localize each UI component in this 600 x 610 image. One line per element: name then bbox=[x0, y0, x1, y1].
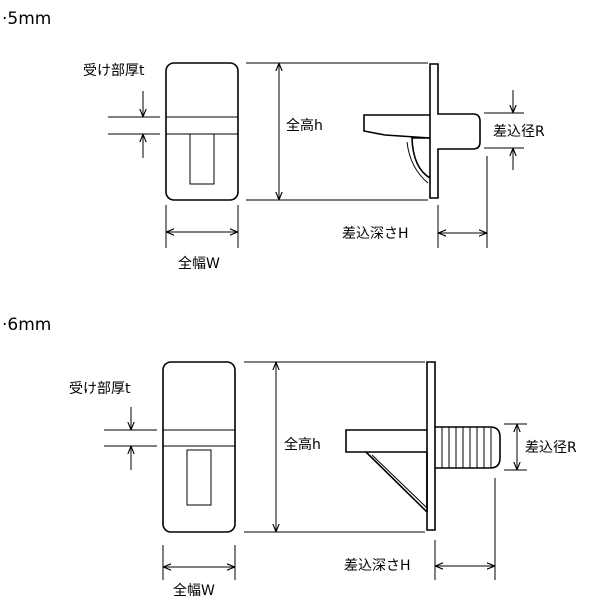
side-body-outline bbox=[429, 63, 481, 199]
depth-label: 差込深さH bbox=[342, 226, 409, 242]
diameter-dimension: 差込径R bbox=[484, 90, 545, 170]
side-gusset-inner bbox=[371, 454, 428, 509]
width-dimension: 全幅W bbox=[162, 545, 236, 599]
side-view bbox=[345, 361, 501, 531]
thickness-label: 受け部厚t bbox=[83, 63, 145, 79]
front-pin-slot bbox=[189, 133, 215, 185]
depth-dimension: 差込深さH bbox=[342, 156, 488, 248]
height-label: 全高h bbox=[284, 436, 321, 453]
side-gusset-inner bbox=[406, 141, 429, 184]
section-6mm: ·6mm 受け部厚t 全幅W 全高h bbox=[2, 315, 577, 599]
height-dimension: 全高h bbox=[244, 361, 425, 533]
side-ledge bbox=[363, 114, 431, 139]
side-view bbox=[363, 63, 481, 199]
diameter-dimension: 差込径R bbox=[504, 423, 577, 471]
height-dimension: 全高h bbox=[246, 62, 428, 201]
side-gusset bbox=[365, 451, 428, 513]
height-label: 全高h bbox=[286, 117, 323, 134]
side-body-outline bbox=[426, 361, 436, 531]
section-title: ·5mm bbox=[2, 9, 51, 29]
front-body-outline bbox=[165, 62, 239, 201]
depth-label: 差込深さH bbox=[344, 558, 411, 574]
section-title: ·6mm bbox=[2, 315, 51, 335]
thickness-dimension: 受け部厚t bbox=[83, 63, 160, 158]
side-ledge bbox=[345, 429, 427, 453]
front-body-outline bbox=[162, 361, 236, 533]
section-5mm: ·5mm 受け部厚t 全幅W 全高h bbox=[2, 9, 545, 272]
depth-dimension: 差込深さH bbox=[344, 478, 496, 580]
front-view bbox=[165, 62, 239, 201]
front-view bbox=[162, 361, 236, 533]
front-pin-slot bbox=[186, 449, 212, 506]
width-dimension: 全幅W bbox=[165, 205, 239, 272]
side-pin-outline bbox=[435, 426, 501, 469]
width-label: 全幅W bbox=[173, 582, 215, 599]
thickness-dimension: 受け部厚t bbox=[69, 381, 157, 470]
diameter-label: 差込径R bbox=[525, 440, 577, 456]
thickness-label: 受け部厚t bbox=[69, 381, 131, 397]
width-label: 全幅W bbox=[178, 255, 220, 272]
side-gusset bbox=[411, 137, 431, 179]
pin-ribs bbox=[441, 427, 492, 468]
diameter-label: 差込径R bbox=[493, 124, 545, 140]
